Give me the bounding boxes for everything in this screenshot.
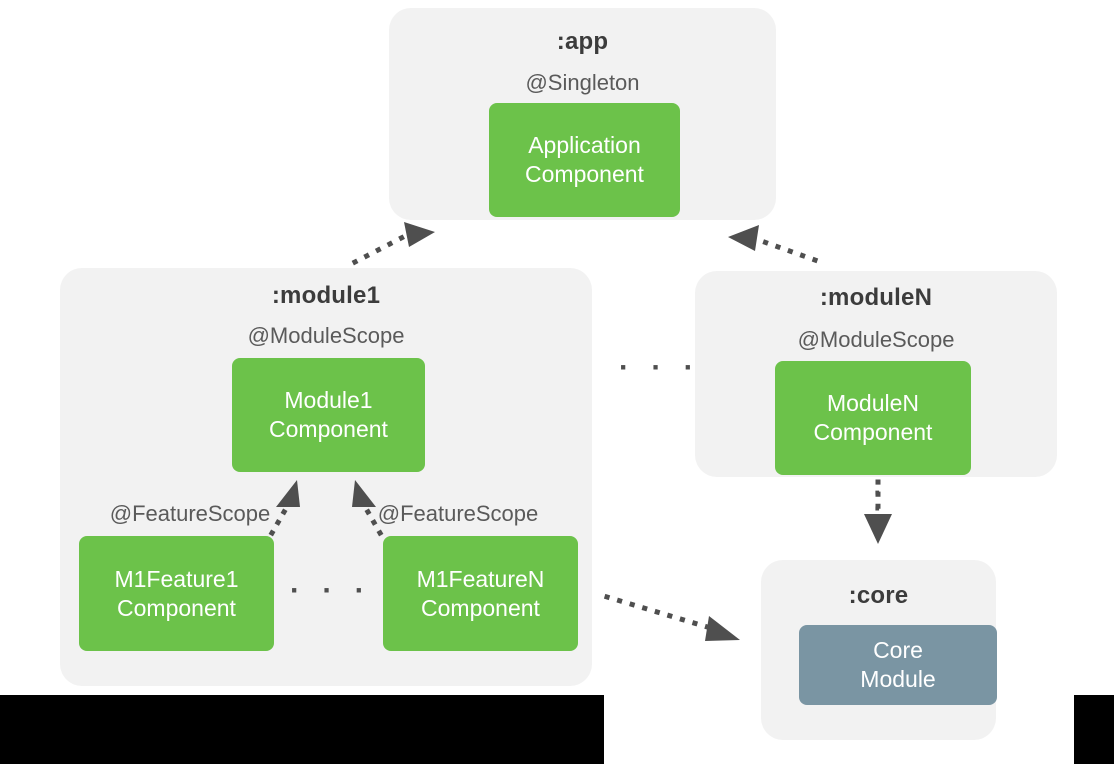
module-container-app: :app @Singleton Application Component bbox=[389, 8, 776, 220]
scope-label-app-singleton: @Singleton bbox=[525, 70, 640, 95]
component-application-component-label: Application Component bbox=[525, 132, 644, 187]
module-title-module1: :module1 bbox=[271, 282, 381, 309]
edge-moduleN-to-app bbox=[728, 225, 819, 264]
component-m1featureN-component-label: M1FeatureN Component bbox=[416, 565, 545, 621]
module-title-app: :app bbox=[556, 28, 609, 55]
edge-module1-to-core bbox=[603, 593, 740, 641]
component-m1featureN-component[interactable]: M1FeatureN Component bbox=[383, 536, 578, 651]
module-title-core: :core bbox=[848, 582, 909, 609]
component-core-module[interactable]: Core Module bbox=[799, 625, 997, 705]
component-moduleN-component[interactable]: ModuleN Component bbox=[775, 361, 971, 475]
module-container-core: :core Core Module bbox=[761, 560, 997, 740]
scope-label-m1feature1-featurescope: @FeatureScope bbox=[109, 501, 271, 526]
edge-module1-to-app bbox=[351, 222, 435, 266]
component-m1feature1-component-label: M1Feature1 Component bbox=[114, 565, 239, 621]
scope-label-m1featureN-featurescope: @FeatureScope bbox=[377, 501, 539, 526]
component-module1-component[interactable]: Module1 Component bbox=[232, 358, 425, 472]
modules-ellipsis: · · · bbox=[619, 351, 701, 384]
component-m1feature1-component[interactable]: M1Feature1 Component bbox=[79, 536, 274, 651]
moduleN-core-ellipsis: ·· bbox=[873, 477, 883, 524]
module-container-moduleN: :moduleN @ModuleScope ModuleN Component bbox=[695, 271, 1057, 477]
scope-label-module1-modulescope: @ModuleScope bbox=[247, 323, 405, 348]
black-bar-right bbox=[1074, 695, 1114, 764]
component-application-component[interactable]: Application Component bbox=[489, 103, 680, 217]
module-title-moduleN: :moduleN bbox=[819, 284, 933, 311]
component-core-module-label: Core Module bbox=[860, 637, 936, 692]
component-module1-component-label: Module1 Component bbox=[269, 387, 388, 442]
component-moduleN-component-label: ModuleN Component bbox=[813, 390, 933, 445]
module-container-module1: :module1 @ModuleScope Module1 Component … bbox=[60, 268, 592, 686]
scope-label-moduleN-modulescope: @ModuleScope bbox=[797, 327, 955, 352]
features-ellipsis: · · · bbox=[290, 574, 372, 607]
black-bar-left bbox=[0, 695, 604, 764]
